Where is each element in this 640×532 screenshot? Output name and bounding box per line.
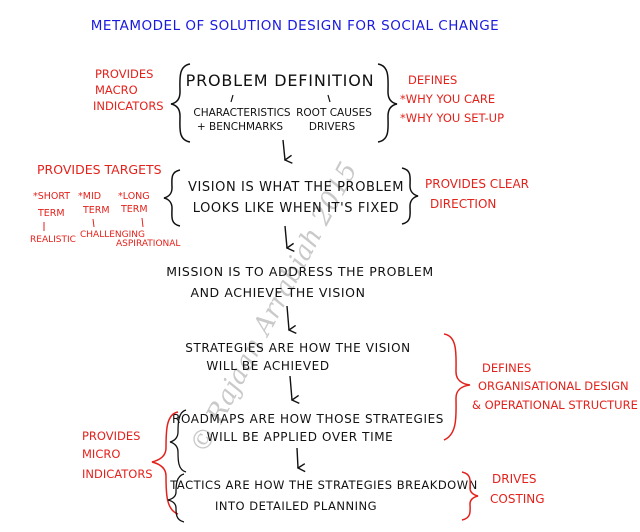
node-vision: VISION IS WHAT THE PROBLEM LOOKS LIKE WH… [163,167,419,227]
node-strategies: STRATEGIES ARE HOW THE VISION WILL BE AC… [185,341,410,373]
annotation-costing-2: COSTING [490,492,545,506]
vision-line-1: VISION IS WHAT THE PROBLEM [188,180,404,195]
problem-benchmarks: + BENCHMARKS [197,121,283,133]
vision-line-2: LOOKS LIKE WHEN IT'S FIXED [193,201,400,216]
annotation-org-3: & OPERATIONAL STRUCTURE [472,398,638,412]
annotation-costing-1: DRIVES [492,472,537,486]
annotation-long-3: ASPIRATIONAL [116,239,180,249]
annotation-short-1: *SHORT [33,191,70,202]
problem-heading: PROBLEM DEFINITION [186,71,375,90]
annotation-micro-3: INDICATORS [82,467,153,481]
annotation-micro-1: PROVIDES [82,429,140,443]
annotation-macro-3: INDICATORS [93,99,164,113]
arrow-problem-to-vision [282,139,285,160]
right-brace-problem [377,63,398,143]
left-brace-problem [170,63,191,143]
tick-right [327,94,331,103]
node-problem-definition: PROBLEM DEFINITION CHARACTERISTICS + BEN… [170,63,398,143]
annotation-direction-2: DIRECTION [430,197,496,211]
right-brace-costing [461,471,479,521]
arrow-strategies-to-roadmaps [289,375,292,400]
node-mission: MISSION IS TO ADDRESS THE PROBLEM AND AC… [166,264,433,300]
mission-line-1: MISSION IS TO ADDRESS THE PROBLEM [166,264,433,279]
tactics-line-1: TACTICS ARE HOW THE STRATEGIES BREAKDOWN [169,478,477,492]
annotation-mid-tick [92,218,95,228]
node-tactics: TACTICS ARE HOW THE STRATEGIES BREAKDOWN… [169,478,477,513]
annotation-defines-1: DEFINES [408,73,457,87]
tactics-line-2: INTO DETAILED PLANNING [215,499,377,513]
annotation-long-2: TERM [120,204,148,215]
strategies-line-1: STRATEGIES ARE HOW THE VISION [185,341,410,355]
problem-characteristics: CHARACTERISTICS [193,107,291,119]
annotation-long-1: *LONG [118,191,150,202]
node-roadmaps: ROADMAPS ARE HOW THOSE STRATEGIES WILL B… [172,412,444,444]
annotation-org-2: ORGANISATIONAL DESIGN [478,379,629,393]
annotation-mid-3: CHALLENGING [80,230,145,240]
annotation-direction-1: PROVIDES CLEAR [425,177,529,191]
roadmaps-line-2: WILL BE APPLIED OVER TIME [207,430,394,444]
annotation-org-1: DEFINES [482,361,531,375]
annotation-short-3: REALISTIC [30,235,76,245]
arrow-roadmaps-to-tactics [296,447,298,468]
annotation-defines-3: *WHY YOU SET-UP [400,111,504,125]
right-brace-vision [401,167,419,225]
annotation-short-2: TERM [37,208,65,219]
left-brace-tactics [167,473,185,523]
annotation-micro-2: MICRO [82,447,120,461]
left-brace-micro [151,411,179,515]
arrow-vision-to-mission [284,225,287,248]
strategies-line-2: WILL BE ACHIEVED [206,359,329,373]
annotations: PROVIDES MACRO INDICATORS DEFINES *WHY Y… [30,67,638,521]
annotation-targets-heading: PROVIDES TARGETS [37,162,162,177]
page-title: METAMODEL OF SOLUTION DESIGN FOR SOCIAL … [91,18,499,34]
annotation-defines-2: *WHY YOU CARE [400,92,495,106]
arrow-mission-to-strategies [286,305,289,330]
annotation-macro-2: MACRO [95,83,138,97]
left-brace-vision [163,169,181,227]
problem-drivers: DRIVERS [309,121,356,133]
annotation-mid-2: TERM [82,205,110,216]
annotation-mid-1: *MID [78,191,101,202]
roadmaps-line-1: ROADMAPS ARE HOW THOSE STRATEGIES [172,412,444,426]
problem-root-causes: ROOT CAUSES [296,107,372,119]
tick-left [230,94,234,103]
left-brace-roadmaps-tactics [169,409,187,473]
right-brace-organisation [443,333,471,441]
annotation-macro-1: PROVIDES [95,67,153,81]
mission-line-2: AND ACHIEVE THE VISION [190,285,365,300]
annotation-long-tick [141,217,144,228]
